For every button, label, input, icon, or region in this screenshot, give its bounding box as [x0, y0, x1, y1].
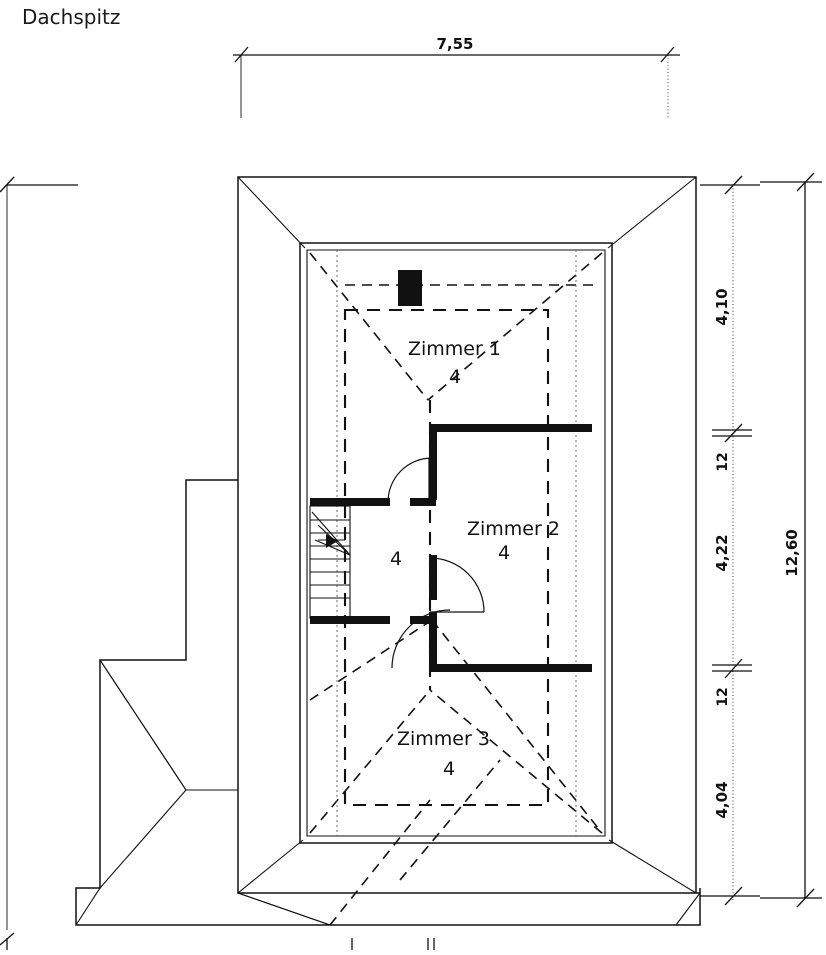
- top-dim-tick-left: [234, 46, 249, 63]
- top-dimension-group: 7,55: [233, 35, 680, 118]
- room-labels: Zimmer 1 4 Zimmer 2 4 Zimmer 3 4 4: [390, 338, 560, 780]
- room-number-zimmer-2: 4: [498, 542, 510, 564]
- zimmer2-walls: [410, 424, 592, 672]
- right-dim-value-5: 4,04: [713, 781, 731, 818]
- chimney-icon: [398, 270, 422, 306]
- dashed-diagonal-bottom: [399, 759, 501, 881]
- dashed-hip-upper-left: [309, 252, 429, 401]
- room-label-zimmer-2: Zimmer 2: [467, 518, 560, 540]
- roof-hip-lines: [75, 176, 701, 926]
- hip-line-top-left: [237, 176, 306, 249]
- dashed-diagonal-long: [431, 619, 603, 834]
- room-number-zimmer-3: 4: [443, 758, 455, 780]
- top-dim-tick-right: [660, 46, 675, 63]
- right-dim-tick-4: [724, 886, 743, 906]
- right-dim-value-3: 4,22: [713, 534, 731, 571]
- door-arc-lower: [391, 609, 451, 669]
- right-dim-tick-2: [724, 423, 743, 443]
- room-number-zimmer-1: 4: [449, 366, 461, 388]
- right-total-tick-top: [796, 172, 815, 192]
- right-total-dimension: 12,60: [760, 172, 822, 908]
- door-arc-lower2: [429, 557, 485, 613]
- bottom-tick-marks: [6, 938, 435, 950]
- page-title: Dachspitz: [22, 5, 120, 29]
- wing-hip-c: [99, 789, 187, 889]
- right-dim-tick-1: [724, 175, 743, 195]
- stair-winder-3: [314, 539, 351, 556]
- door-swing-lower: [391, 557, 485, 669]
- hall-number: 4: [390, 548, 402, 570]
- dashed-diagonal-bottom2: [329, 799, 431, 926]
- hip-line-bottom-left: [237, 839, 304, 894]
- wing-hip-f: [237, 892, 331, 926]
- inner-wall-outer-line: [299, 242, 613, 844]
- hip-line-bottom-right: [608, 839, 697, 894]
- right-dim-value-1: 4,10: [713, 288, 731, 325]
- hip-line-top-right: [607, 176, 697, 249]
- inner-wall-inner-line: [306, 249, 606, 837]
- staircase-icon: [309, 505, 351, 619]
- stair-walls: [310, 498, 390, 624]
- right-total-value: 12,60: [783, 529, 801, 576]
- room-label-zimmer-3: Zimmer 3: [397, 728, 490, 750]
- wing-hip-g: [675, 892, 701, 926]
- dashed-hip-upper-right: [427, 252, 603, 401]
- wing-hip-b: [99, 659, 187, 791]
- stair-outline: [309, 505, 351, 619]
- dashed-slope-rect: [343, 308, 550, 807]
- right-dim-tick-3: [724, 658, 743, 679]
- dashed-hip-lower-right: [429, 689, 603, 834]
- room-label-zimmer-1: Zimmer 1: [408, 338, 501, 360]
- roof-lower-wing-outline: [75, 479, 701, 926]
- stair-arrow-head: [326, 534, 338, 548]
- door-swing-upper: [387, 457, 433, 503]
- left-dimension-group: [0, 176, 78, 946]
- stair-winder-1: [311, 511, 351, 556]
- door-arc-upper: [387, 457, 433, 503]
- right-dim-value-2: 12: [715, 452, 731, 471]
- right-dimension-chain: 4,10 12 4,22 12 4,04: [700, 175, 760, 906]
- roof-outline: [75, 176, 701, 926]
- right-dim-value-4: 12: [715, 687, 731, 706]
- wing-hip-d: [75, 887, 101, 926]
- dashed-hip-lower-left: [309, 689, 431, 834]
- right-total-tick-bottom: [796, 888, 815, 908]
- dashed-diagonal-short: [309, 619, 433, 701]
- inner-roof-dashed-lines: [309, 252, 603, 926]
- attic-inner-walls: [299, 242, 613, 844]
- top-dimension-value: 7,55: [436, 35, 473, 53]
